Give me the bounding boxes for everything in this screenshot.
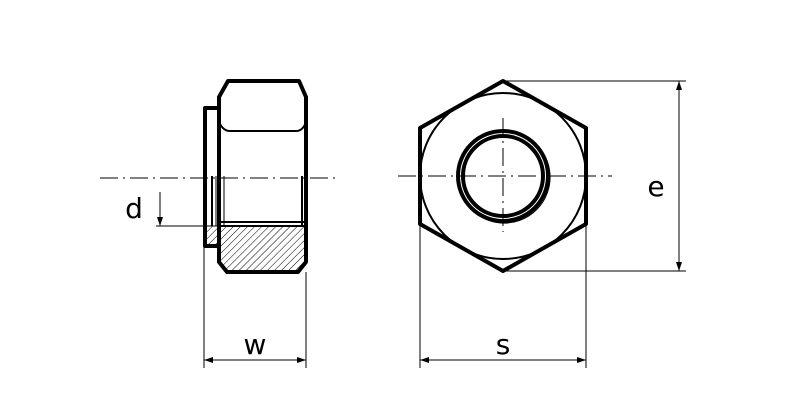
label-e: e [647, 170, 664, 203]
w-arrow-left [204, 357, 213, 363]
label-s: s [496, 328, 511, 361]
washer-collar-hatch [205, 226, 219, 246]
w-arrow-right [297, 357, 306, 363]
hex-edge-upper [218, 121, 307, 132]
dimension-e: e [503, 80, 686, 272]
dimension-s: s [419, 224, 587, 368]
label-d: d [125, 192, 143, 225]
d-arrow [157, 217, 163, 226]
thread-arc [457, 130, 551, 224]
label-w: w [244, 328, 267, 361]
side-view [100, 79, 340, 274]
nylon-insert-hatch [219, 226, 305, 272]
hex-body-outline [217, 79, 308, 274]
e-arrow-top [676, 81, 682, 90]
s-arrow-right [577, 357, 586, 363]
e-arrow-bottom [676, 262, 682, 271]
front-view [398, 79, 612, 273]
dimension-w: w [203, 246, 307, 368]
s-arrow-left [420, 357, 429, 363]
dimension-d: d [125, 192, 222, 227]
